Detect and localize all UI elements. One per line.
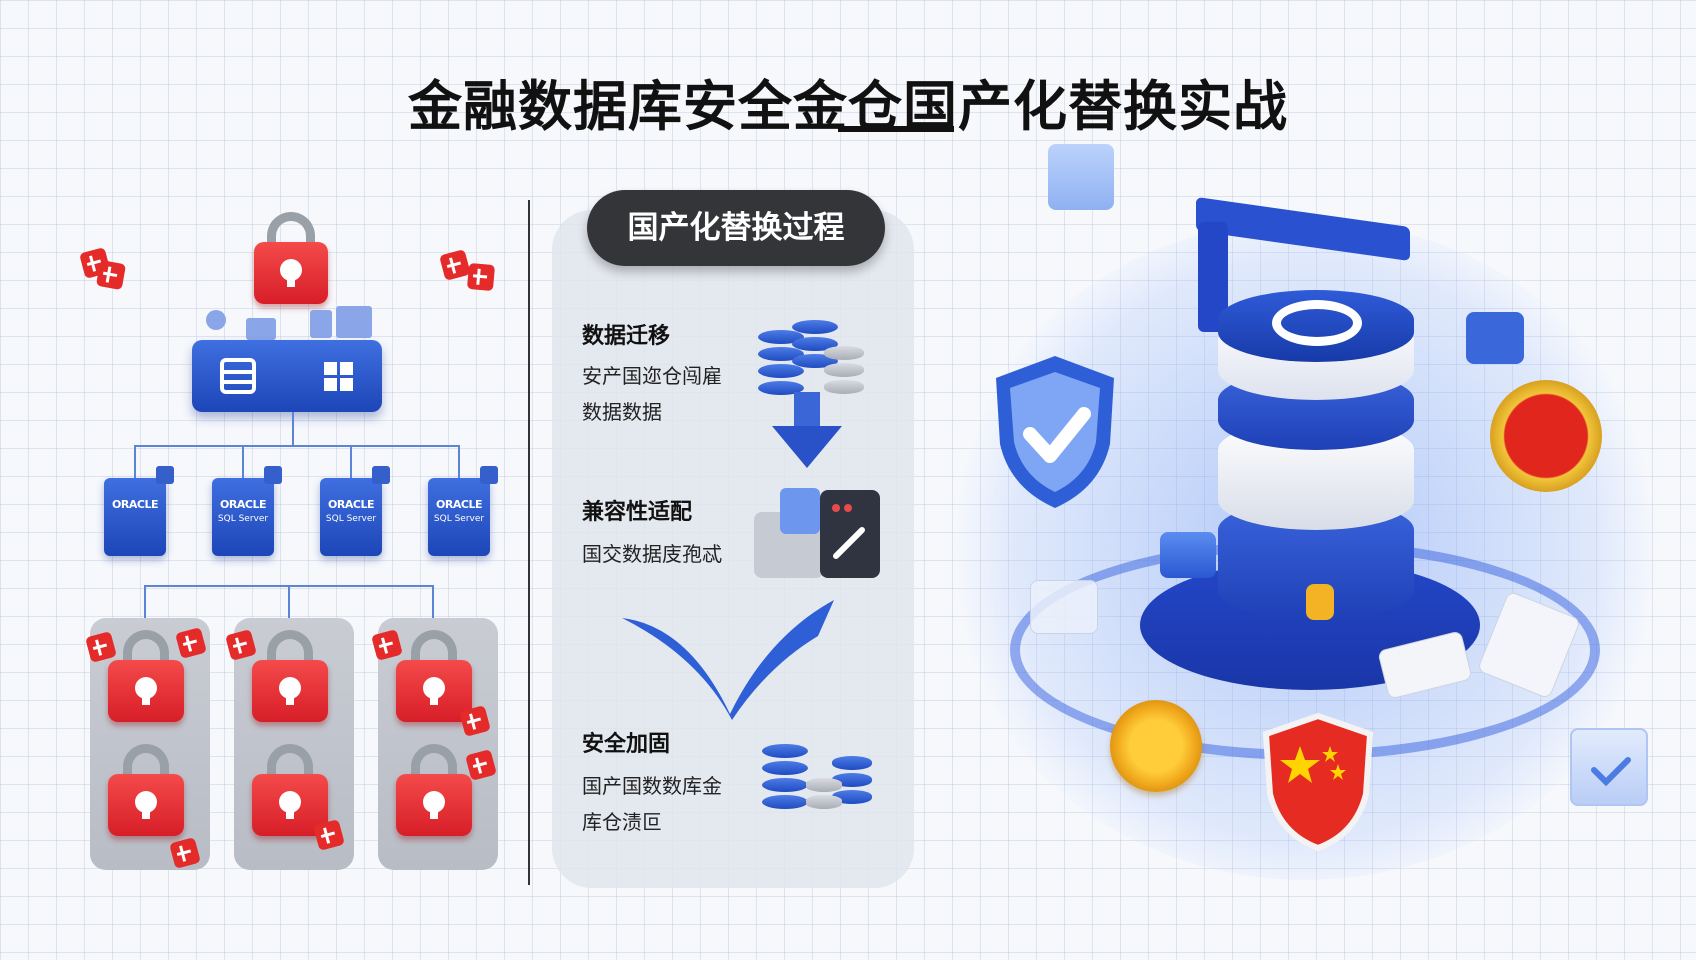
gold-chip-icon [1306, 584, 1334, 620]
step-desc: 库仓渍叵 [582, 810, 662, 834]
server-deco [336, 306, 372, 338]
emblem-icon [1490, 380, 1602, 492]
db-brand-label: ORACLE [436, 498, 482, 511]
sqlserver-db-icon: ORACLE SQL Server [320, 466, 390, 556]
step-desc: 数据数据 [582, 400, 662, 424]
db-sub-label: SQL Server [217, 514, 269, 524]
step-title: 数据迁移 [582, 324, 671, 349]
checkmark-icon [622, 600, 834, 720]
db-sub-label: SQL Server [433, 514, 485, 524]
connector-line [144, 585, 146, 619]
gold-coin-icon [1110, 700, 1202, 792]
red-tag-icon [466, 262, 496, 292]
terminal-icon [820, 490, 880, 578]
connector-line [242, 445, 244, 479]
db-sub-label: SQL Server [325, 514, 377, 524]
folder-card-icon [1030, 580, 1098, 634]
database-icon [762, 744, 808, 812]
lock-icon [252, 744, 328, 836]
red-shield-icon [1262, 712, 1374, 852]
database-icon [792, 320, 838, 371]
cube-icon [1160, 532, 1216, 578]
connector-line [134, 445, 460, 447]
section-divider [528, 200, 530, 885]
step-title: 兼容性适配 [582, 500, 693, 525]
blue-shield-icon [996, 356, 1114, 508]
step-desc: 安产国迩仓闯雇 [582, 364, 722, 388]
red-tag-icon [439, 249, 471, 281]
lock-icon [252, 630, 328, 722]
step-desc: 国产国数数库金 [582, 774, 722, 798]
server-deco [246, 318, 276, 340]
sqlserver-db-icon: ORACLE SQL Server [212, 466, 282, 556]
red-tag-icon [95, 259, 127, 291]
connector-line [292, 412, 294, 446]
server-icon [192, 340, 382, 412]
document-icon [780, 488, 820, 534]
rack-icon [220, 358, 256, 394]
step-title: 安全加固 [582, 732, 671, 757]
qr-card-icon [1466, 312, 1524, 364]
connector-line [458, 445, 460, 479]
lock-icon [108, 744, 184, 836]
top-lock-icon [254, 212, 328, 304]
windows-icon [324, 362, 354, 392]
lock-icon [108, 630, 184, 722]
server-deco [310, 310, 332, 338]
database-icon [806, 778, 842, 812]
lock-icon [396, 630, 472, 722]
sqlserver-db-icon: ORACLE SQL Server [428, 466, 498, 556]
floating-card-icon [1048, 144, 1114, 210]
process-heading: 国产化替换过程 [587, 190, 885, 266]
connector-line [432, 585, 434, 619]
down-arrow-icon [772, 392, 842, 468]
server-deco [206, 310, 226, 330]
check-card-icon [1570, 728, 1648, 806]
database-icon [758, 330, 804, 398]
database-icon [824, 346, 864, 397]
database-icon [832, 756, 872, 807]
title-underline [838, 126, 954, 132]
connector-line [134, 445, 136, 479]
connector-line [288, 585, 290, 619]
lock-icon [396, 744, 472, 836]
connector-line [350, 445, 352, 479]
db-brand-label: ORACLE [112, 498, 158, 511]
db-brand-label: ORACLE [220, 498, 266, 511]
oracle-db-icon: ORACLE [104, 466, 174, 556]
step-desc: 国交数据庋孢忒 [582, 542, 722, 566]
db-brand-label: ORACLE [328, 498, 374, 511]
tower-logo-icon [1272, 300, 1362, 346]
